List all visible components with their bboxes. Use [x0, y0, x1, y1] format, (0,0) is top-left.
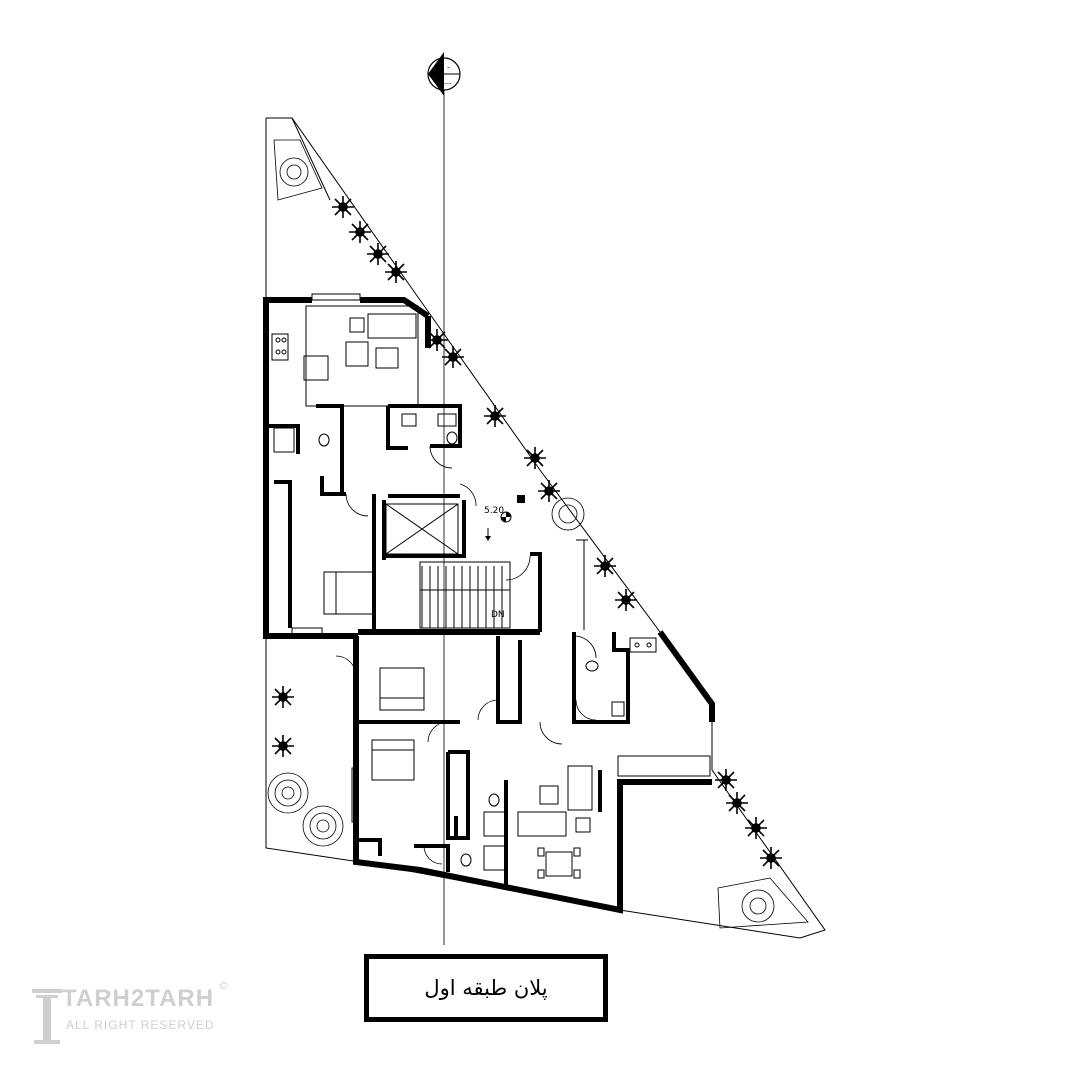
- windows: [291, 293, 361, 823]
- partitions: [273, 305, 711, 871]
- column-logo-icon: [32, 989, 62, 1044]
- stairs: [421, 566, 503, 628]
- stair-direction-label: DN: [491, 610, 505, 620]
- shrubs: [267, 139, 809, 929]
- column: [517, 495, 525, 503]
- section-marker-bottom: ---: [444, 80, 452, 88]
- watermark-brand: TARH2TARH: [62, 985, 215, 1012]
- bed-icon: [323, 571, 425, 781]
- stove-icon: [271, 333, 657, 653]
- level-marker-value: 5.20: [484, 506, 504, 516]
- elevator-icon: [385, 503, 459, 555]
- watermark-copyright: ©: [218, 979, 229, 992]
- section-marker-icon: [427, 52, 461, 96]
- tree-icon: [272, 196, 782, 869]
- interior-walls: [266, 404, 630, 886]
- drawing-title-box: پلان طبقه اول: [364, 954, 608, 1022]
- level-marker-icon: [485, 511, 512, 541]
- toilet-icon: [318, 413, 625, 867]
- dining-table-icon: [303, 355, 581, 879]
- exterior-walls: [263, 297, 715, 914]
- watermark-tagline: ALL RIGHT RESERVED: [66, 1018, 215, 1032]
- doors: [335, 445, 597, 865]
- section-marker-top: -: [447, 63, 450, 72]
- site-boundary: [265, 117, 826, 939]
- drawing-title: پلان طبقه اول: [424, 976, 548, 1000]
- sofa-icon: [345, 313, 593, 837]
- watermark-logo: TARH2TARH © ALL RIGHT RESERVED: [30, 979, 235, 1055]
- section-axis: [427, 52, 461, 945]
